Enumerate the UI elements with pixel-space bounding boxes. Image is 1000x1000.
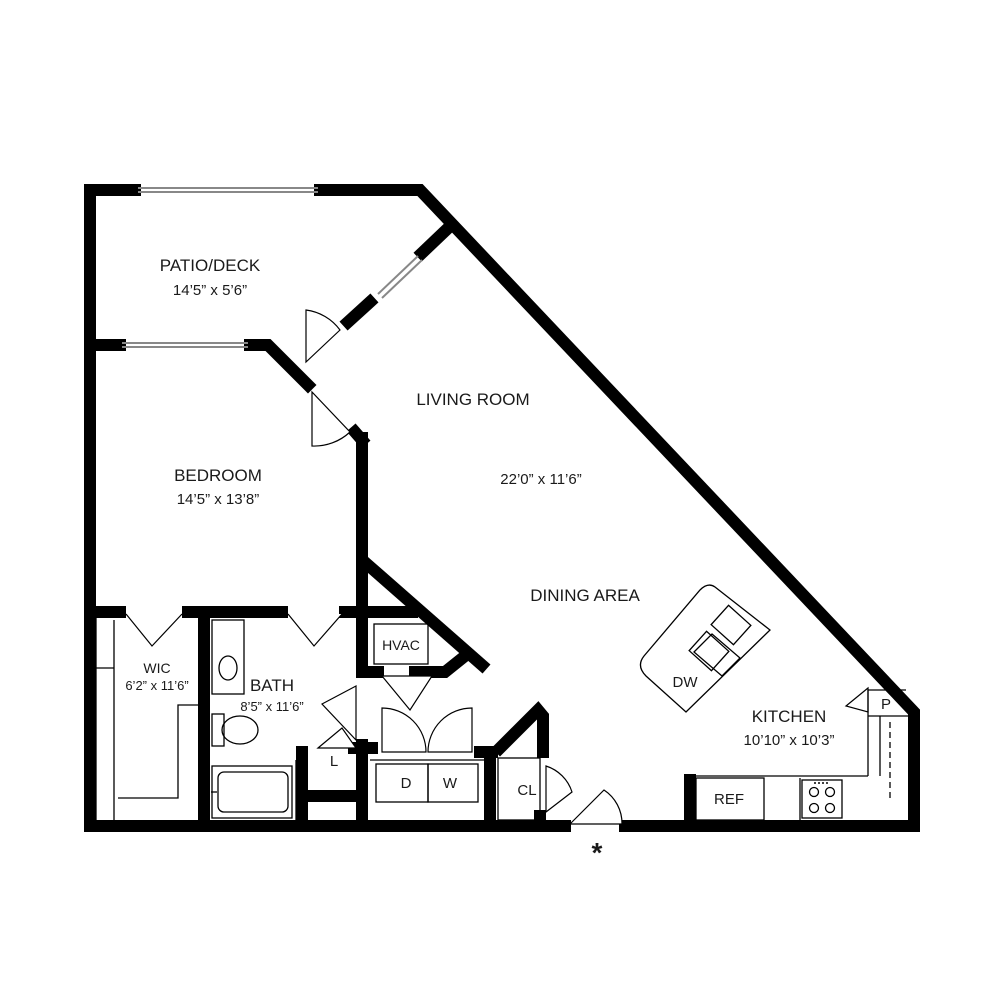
bedroom-glass xyxy=(122,342,248,348)
patio-name: PATIO/DECK xyxy=(160,256,261,275)
entry-marker: * xyxy=(592,837,603,868)
refrigerator-label: REF xyxy=(714,791,744,808)
entry-door xyxy=(568,789,623,825)
fixture-labels: HVAC DW P L D W CL REF * xyxy=(330,637,891,868)
hvac-unit xyxy=(373,623,429,665)
toilet-tank-icon xyxy=(211,713,225,747)
kitchen-counter xyxy=(695,689,908,821)
bath-hall-door xyxy=(321,685,357,742)
wic-door xyxy=(125,613,183,647)
patio-glass xyxy=(138,187,318,193)
wic-name: WIC xyxy=(143,660,170,676)
kitchen-dims: 10’10” x 10’3” xyxy=(744,732,835,749)
room-labels: PATIO/DECK 14’5” x 5’6” LIVING ROOM 22’0… xyxy=(125,256,834,749)
dining-name: DINING AREA xyxy=(530,586,640,605)
patio-door xyxy=(305,309,341,364)
laundry-door-left xyxy=(381,707,427,753)
sink-icon xyxy=(218,655,238,681)
bedroom-name: BEDROOM xyxy=(174,466,262,485)
laundry-door-right xyxy=(427,707,473,753)
patio-dims: 14’5” x 5’6” xyxy=(173,282,247,299)
closet-label: CL xyxy=(517,782,536,799)
dishwasher-label: DW xyxy=(673,674,699,691)
closet-door xyxy=(545,765,573,814)
kitchen-name: KITCHEN xyxy=(752,707,827,726)
bedroom-dims: 14’5” x 13’8” xyxy=(177,491,260,508)
wic-shelving xyxy=(95,618,198,820)
wic-dims: 6’2” x 11’6” xyxy=(125,678,188,693)
washer-label: W xyxy=(443,775,458,792)
double-sink-icon xyxy=(688,604,752,677)
bath-fixtures xyxy=(211,619,297,820)
exterior-walls xyxy=(84,184,920,832)
toilet-icon xyxy=(221,715,259,745)
living-patio-glass xyxy=(377,255,423,299)
hvac-door xyxy=(380,675,434,712)
hvac-label: HVAC xyxy=(382,637,420,653)
bath-name: BATH xyxy=(250,676,294,695)
linen-label: L xyxy=(330,753,338,770)
closet xyxy=(497,757,541,821)
pantry-label: P xyxy=(881,696,891,713)
living-dims: 22’0” x 11’6” xyxy=(500,471,581,488)
refrigerator-icon xyxy=(695,777,765,821)
doors xyxy=(125,309,869,825)
kitchen-island xyxy=(639,584,771,713)
laundry xyxy=(370,759,484,803)
bath-door xyxy=(287,613,343,647)
bathtub-icon xyxy=(211,765,293,819)
dryer-label: D xyxy=(401,775,412,792)
living-name: LIVING ROOM xyxy=(416,390,529,409)
pantry-door xyxy=(844,686,869,713)
bedroom-door xyxy=(311,390,351,447)
cooktop-icon xyxy=(801,779,843,819)
bath-dims: 8’5” x 11’6” xyxy=(240,699,303,714)
linen-door xyxy=(316,727,358,749)
